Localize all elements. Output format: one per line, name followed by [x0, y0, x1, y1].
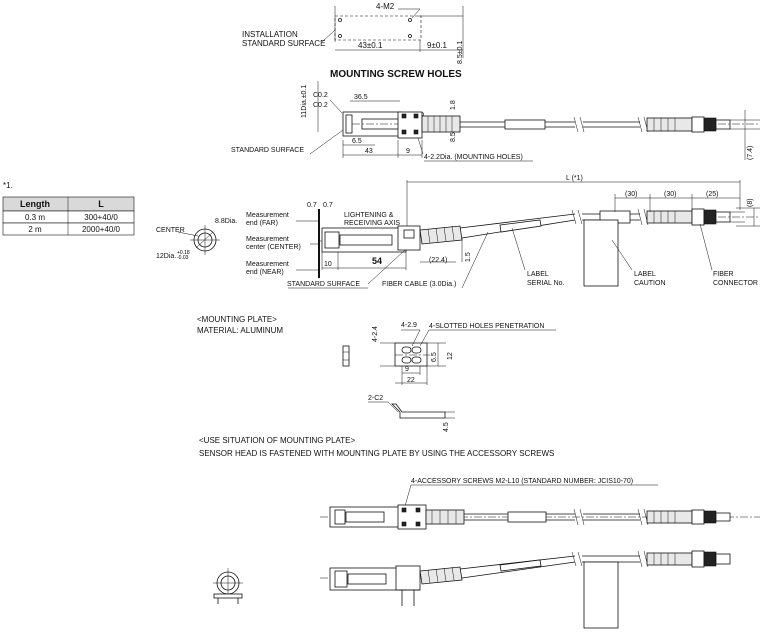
dim-07a: 0.7 [307, 202, 317, 209]
label-4m2: 4-M2 [376, 2, 395, 11]
dim-43-side: 43 [365, 148, 373, 155]
mounting-screw-holes-view: 4-M2 INSTALLATION STANDARD SURFACE 43±0.… [242, 2, 464, 80]
dim-2c2: 2-C2 [368, 395, 383, 402]
use-situation-description: SENSOR HEAD IS FASTENED WITH MOUNTING PL… [199, 449, 554, 458]
dim-224: (22.4) [429, 257, 447, 264]
dim-12-main: 12Dia. [156, 253, 176, 260]
dim-18: 1.8 [450, 100, 457, 110]
dim-11dia: 11Dia.±0.1 [301, 85, 308, 118]
table-cell: 2000+40/0 [82, 225, 121, 234]
dim-65-plate: 6.5 [431, 352, 438, 362]
standard-surface-side: STANDARD SURFACE [231, 147, 304, 154]
dim-12-plate: 12 [447, 352, 454, 360]
dim-12-tol-bot: -0.03 [177, 255, 189, 261]
slotted-holes-label: 4-SLOTTED HOLES PENETRATION [429, 323, 544, 330]
dim-9-top: 9±0.1 [427, 41, 448, 50]
dim-54: 54 [372, 256, 382, 266]
dim-07b: 0.7 [323, 202, 333, 209]
table-header-l: L [98, 199, 104, 209]
dim-25: (25) [706, 191, 718, 198]
main-view: CENTER 8.8Dia. 12Dia. +0.18 -0.03 0.7 0.… [156, 175, 760, 289]
dim-L: L (*1) [566, 175, 583, 182]
lightening-axis: LIGHTENING &RECEIVING AXIS [344, 212, 400, 227]
side-view: 11Dia.±0.1 C0.2 C0.2 36.5 5 1.8 8.5 [231, 81, 760, 162]
c02-b: C0.2 [313, 102, 328, 109]
dim-365: 36.5 [354, 94, 368, 101]
use-situation-section: <USE SITUATION OF MOUNTING PLATE> SENSOR… [199, 436, 760, 629]
dim-12-tol-top: +0.18 [177, 250, 190, 256]
dim-8: (8) [747, 198, 754, 207]
dim-9-plate: 9 [405, 366, 409, 373]
dim-15-main: 1.5 [465, 252, 472, 262]
dim-45: 4.5 [443, 422, 450, 432]
footnote-mark: *1. [3, 181, 13, 190]
table-cell: 2 m [28, 225, 42, 234]
accessory-screws-label: 4-ACCESSORY SCREWS M2-L10 (STANDARD NUMB… [411, 478, 633, 485]
mounting-plate-heading: <MOUNTING PLATE> [197, 315, 277, 324]
dim-30a: (30) [625, 191, 637, 198]
use-situation-heading: <USE SITUATION OF MOUNTING PLATE> [199, 436, 355, 445]
center-label: CENTER [156, 227, 185, 234]
label-installation: INSTALLATION [242, 30, 298, 39]
dim-74: (7.4) [747, 146, 754, 160]
dim-65-side: 6.5 [352, 138, 362, 145]
table-cell: 300+40/0 [84, 213, 118, 222]
mounting-holes-label: 4-2.2Dia. (MOUNTING HOLES) [424, 154, 523, 161]
dim-10: 10 [324, 261, 332, 268]
label-standard-surface-top: STANDARD SURFACE [242, 39, 325, 48]
dim-22-plate: 22 [407, 377, 415, 384]
dim-30b: (30) [664, 191, 676, 198]
length-table: *1. Length L 0.3 m 300+40/0 2 m 2000+40/… [2, 181, 135, 236]
dim-85-top: 8.5±0.1 [457, 41, 464, 64]
mounting-plate-material: MATERIAL: ALUMINUM [197, 326, 283, 335]
mounting-plate-detail: <MOUNTING PLATE> MATERIAL: ALUMINUM 4-2.… [197, 315, 556, 432]
fiber-cable-label: FIBER CABLE (3.0Dia.) [382, 281, 456, 288]
dim-424: 4-2.4 [372, 326, 379, 342]
dim-9-side: 9 [406, 148, 410, 155]
table-cell: 0.3 m [25, 213, 45, 222]
c02-a: C0.2 [313, 92, 328, 99]
dim-43-top: 43±0.1 [358, 41, 383, 50]
table-header-length: Length [20, 199, 50, 209]
mounting-screw-holes-title: MOUNTING SCREW HOLES [330, 69, 462, 80]
dim-5: 5 [419, 112, 426, 116]
standard-surface-main: STANDARD SURFACE [287, 281, 360, 288]
dim-88: 8.8Dia. [215, 218, 237, 225]
dim-85-side: 8.5 [450, 132, 457, 142]
dim-429: 4-2.9 [401, 322, 417, 329]
